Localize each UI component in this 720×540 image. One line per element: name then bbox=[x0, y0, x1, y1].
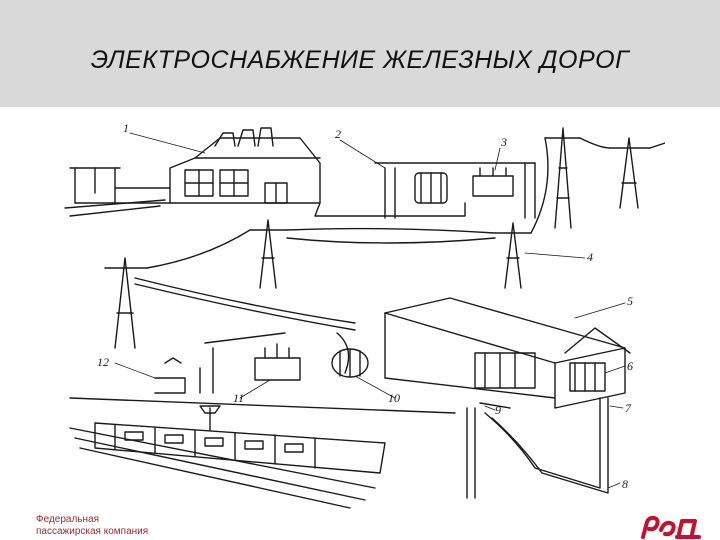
rzd-logo bbox=[637, 510, 707, 540]
label-5: 5 bbox=[627, 294, 633, 308]
feeder-cables bbox=[467, 398, 608, 498]
label-10: 10 bbox=[388, 391, 400, 405]
callout-leaders bbox=[115, 133, 625, 488]
label-4: 4 bbox=[587, 250, 593, 264]
step-up-substation bbox=[315, 163, 535, 218]
label-3: 3 bbox=[500, 135, 507, 149]
label-9: 9 bbox=[495, 403, 501, 417]
label-7: 7 bbox=[625, 401, 632, 415]
company-name-line1: Федеральная bbox=[36, 514, 99, 525]
slide-title: ЭЛЕКТРОСНАБЖЕНИЕ ЖЕЛЕЗНЫХ ДОРОГ bbox=[0, 46, 720, 75]
railway-track-and-train bbox=[70, 398, 455, 508]
label-8: 8 bbox=[622, 477, 628, 491]
power-supply-diagram: 1 2 3 4 5 6 7 8 9 10 11 12 bbox=[55, 108, 665, 510]
label-11: 11 bbox=[233, 391, 244, 405]
label-2: 2 bbox=[335, 127, 341, 141]
label-1: 1 bbox=[123, 121, 129, 135]
power-plant bbox=[65, 128, 320, 216]
company-name-line2: пассажирская компания bbox=[36, 526, 148, 537]
label-6: 6 bbox=[627, 359, 633, 373]
label-12: 12 bbox=[97, 355, 109, 369]
overhead-lines bbox=[135, 138, 665, 330]
